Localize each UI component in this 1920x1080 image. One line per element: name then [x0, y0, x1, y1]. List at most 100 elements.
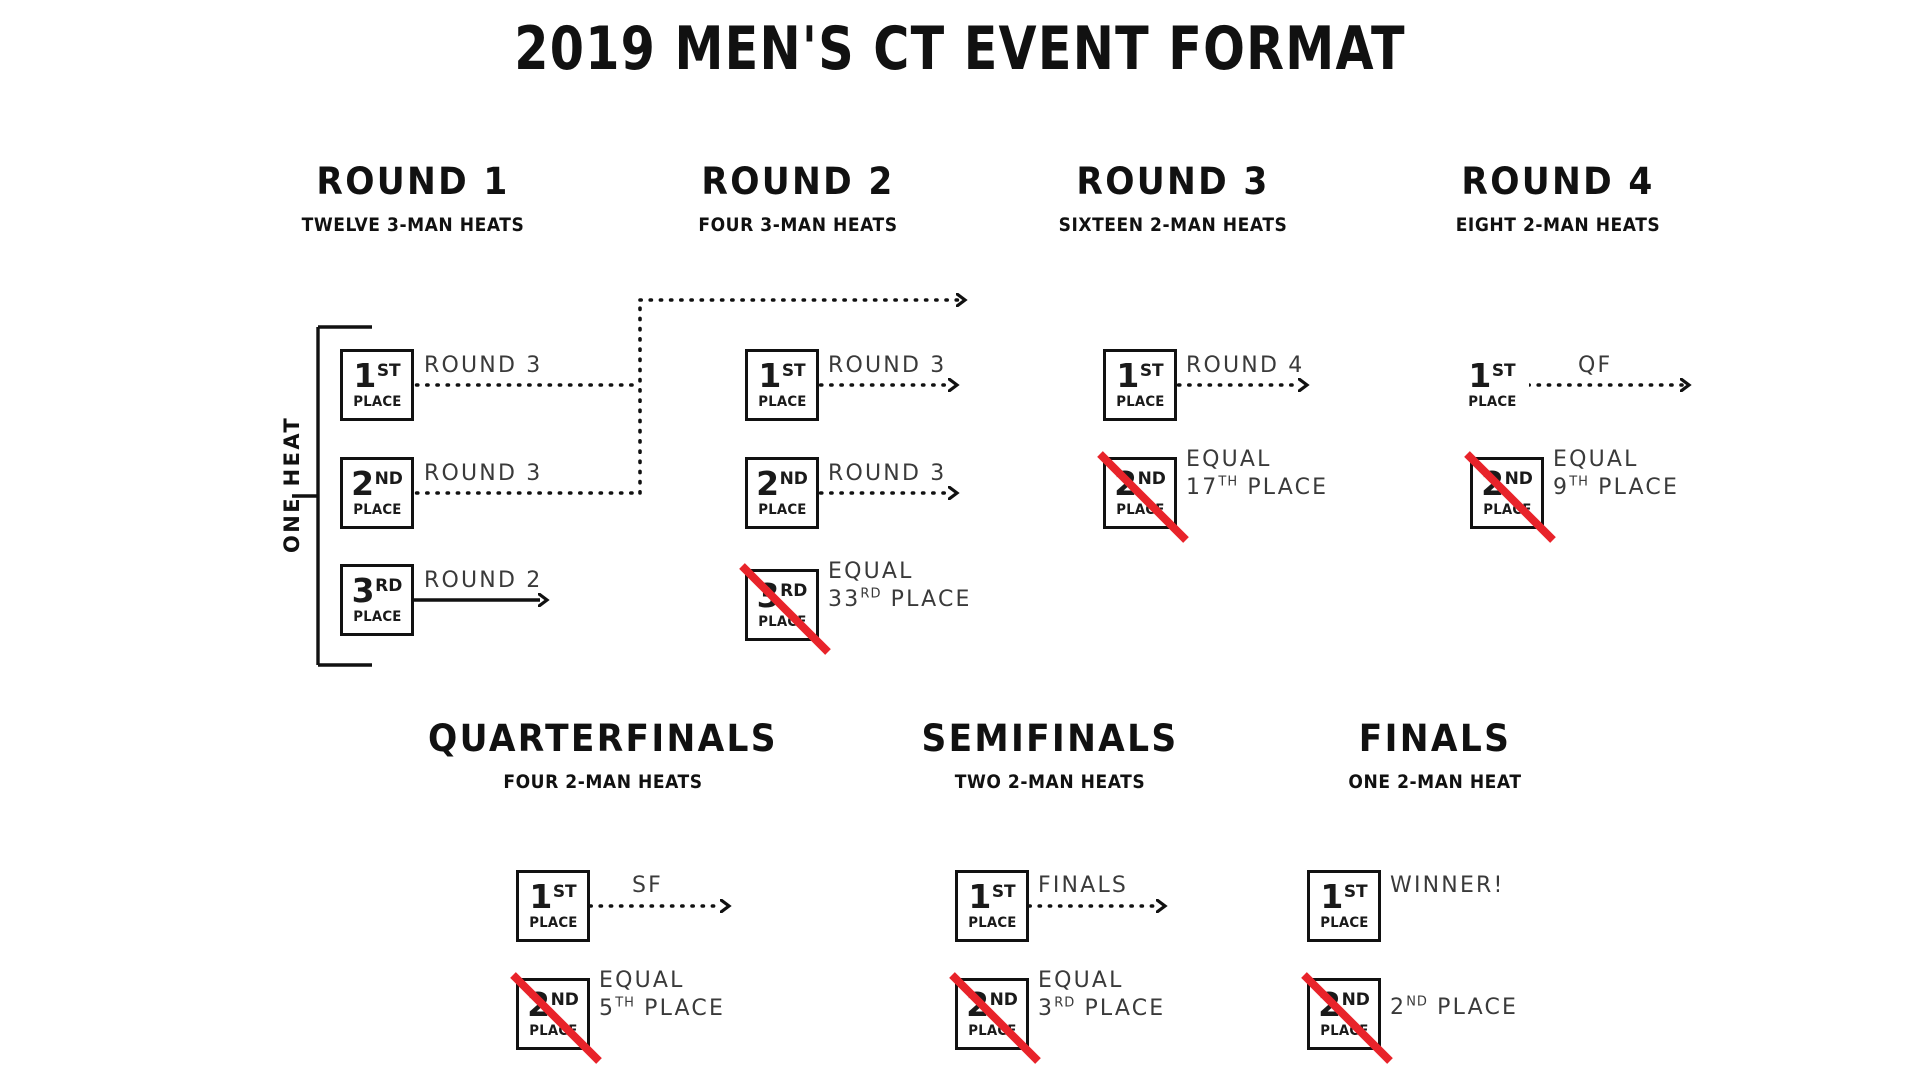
place-word: PLACE [757, 613, 807, 630]
place-box-semifinals-1st[interactable]: 1 ST PLACE [955, 870, 1029, 942]
place-word: PLACE [1319, 1022, 1369, 1039]
column-heading-quarterfinals: QUARTERFINALS FOUR 2-MAN HEATS [378, 717, 828, 793]
place-box-finals-2nd[interactable]: 2 ND PLACE [1301, 972, 1393, 1064]
place-number: 1 [353, 356, 376, 396]
result-line-2: 9TH PLACE [1553, 474, 1680, 501]
place-box-round-3-2nd[interactable]: 2 ND PLACE [1097, 451, 1189, 543]
place-box-round-2-3rd[interactable]: 3 RD PLACE [739, 563, 831, 655]
place-ordinal: ND [1341, 990, 1370, 1011]
place-word: PLACE [1115, 393, 1165, 410]
place-number: 2 [966, 985, 989, 1025]
page-title: 2019 MEN'S CT EVENT FORMAT [514, 14, 1406, 84]
place-number: 3 [351, 571, 375, 611]
connector-label-round-2-1st: ROUND 3 [828, 353, 947, 378]
round-title: ROUND 2 [701, 160, 895, 203]
place-ordinal: ST [781, 361, 806, 382]
place-ordinal: ST [1491, 361, 1516, 382]
place-ordinal: ND [989, 990, 1018, 1011]
place-word: PLACE [528, 1022, 578, 1039]
result-line-1: EQUAL [1038, 968, 1124, 993]
place-box-round-1-3rd[interactable]: 3 RD PLACE [340, 564, 414, 636]
place-word: PLACE [967, 914, 1017, 931]
round-subtitle: EIGHT 2-MAN HEATS [1455, 214, 1661, 236]
place-ordinal: ND [1137, 469, 1166, 490]
place-ordinal: ST [1343, 882, 1368, 903]
round-subtitle: ONE 2-MAN HEAT [1348, 771, 1522, 793]
connector-label-round-1-1st: ROUND 3 [424, 353, 543, 378]
place-number: 2 [756, 464, 779, 504]
result-line-2: 33RD PLACE [828, 586, 972, 613]
place-word: PLACE [1467, 393, 1517, 410]
place-box-round-1-2nd[interactable]: 2 ND PLACE [340, 457, 414, 529]
place-box-quarterfinals-1st[interactable]: 1 ST PLACE [516, 870, 590, 942]
place-number: 2 [527, 985, 550, 1025]
round-subtitle: TWO 2-MAN HEATS [954, 771, 1146, 793]
place-word: PLACE [1319, 914, 1369, 931]
place-word: PLACE [757, 501, 807, 518]
place-box-finals-1st[interactable]: 1 ST PLACE [1307, 870, 1381, 942]
one-heat-label: ONE HEAT [280, 415, 304, 553]
column-heading-round-2: ROUND 2 FOUR 3-MAN HEATS [625, 160, 971, 236]
result-line-2: 5TH PLACE [599, 995, 726, 1022]
connector-label-round-1-2nd: ROUND 3 [424, 461, 543, 486]
place-ordinal: ST [552, 882, 577, 903]
place-box-round-2-2nd[interactable]: 2 ND PLACE [745, 457, 819, 529]
round-subtitle: TWELVE 3-MAN HEATS [301, 214, 525, 236]
place-word: PLACE [352, 608, 402, 625]
column-heading-round-4: ROUND 4 EIGHT 2-MAN HEATS [1385, 160, 1731, 236]
connector-label-semifinals-2nd: EQUAL 3RD PLACE [1038, 967, 1165, 1023]
place-word: PLACE [757, 393, 807, 410]
place-box-round-3-1st[interactable]: 1 ST PLACE [1103, 349, 1177, 421]
place-ordinal: ND [779, 469, 808, 490]
place-word: PLACE [528, 914, 578, 931]
result-line-1: EQUAL [828, 559, 914, 584]
place-number: 3 [756, 576, 780, 616]
place-number: 2 [1481, 464, 1504, 504]
place-word: PLACE [967, 1022, 1017, 1039]
place-box-round-4-1st[interactable]: 1 ST PLACE [1455, 349, 1529, 421]
round-title: ROUND 1 [316, 160, 510, 203]
connector-label-quarterfinals-2nd: EQUAL 5TH PLACE [599, 967, 725, 1023]
round-subtitle: FOUR 2-MAN HEATS [503, 771, 703, 793]
place-ordinal: ND [374, 469, 403, 490]
place-ordinal: RD [375, 576, 403, 597]
place-box-round-2-1st[interactable]: 1 ST PLACE [745, 349, 819, 421]
connector-label-round-2-2nd: ROUND 3 [828, 461, 947, 486]
round-title: QUARTERFINALS [428, 717, 778, 760]
connector-label-round-4-1st: QF [1578, 353, 1613, 378]
connector-label-finals-2nd: 2ND PLACE [1390, 994, 1519, 1020]
place-number: 2 [1318, 985, 1341, 1025]
place-number: 1 [1320, 877, 1343, 917]
place-number: 1 [968, 877, 991, 917]
round-title: ROUND 4 [1461, 160, 1655, 203]
connector-label-round-3-1st: ROUND 4 [1186, 353, 1305, 378]
place-number: 1 [1468, 356, 1491, 396]
place-box-quarterfinals-2nd[interactable]: 2 ND PLACE [510, 972, 602, 1064]
place-number: 1 [1116, 356, 1139, 396]
result-line-2: 17TH PLACE [1186, 474, 1329, 501]
result-line-1: EQUAL [599, 968, 685, 993]
place-ordinal: ST [991, 882, 1016, 903]
place-box-round-1-1st[interactable]: 1 ST PLACE [340, 349, 414, 421]
place-ordinal: RD [780, 581, 808, 602]
connector-label-semifinals-1st: FINALS [1038, 873, 1129, 898]
place-box-semifinals-2nd[interactable]: 2 ND PLACE [949, 972, 1041, 1064]
result-line-2: 3RD PLACE [1038, 995, 1166, 1022]
round-title: FINALS [1358, 717, 1512, 760]
column-heading-round-3: ROUND 3 SIXTEEN 2-MAN HEATS [1000, 160, 1346, 236]
place-ordinal: ST [1139, 361, 1164, 382]
place-box-round-4-2nd[interactable]: 2 ND PLACE [1464, 451, 1556, 543]
round-title: SEMIFINALS [921, 717, 1179, 760]
round-subtitle: FOUR 3-MAN HEATS [698, 214, 898, 236]
round-title: ROUND 3 [1076, 160, 1270, 203]
connector-label-round-4-2nd: EQUAL 9TH PLACE [1553, 446, 1679, 502]
place-ordinal: ST [376, 361, 401, 382]
place-word: PLACE [1482, 501, 1532, 518]
column-heading-finals: FINALS ONE 2-MAN HEAT [1255, 717, 1615, 793]
connector-label-round-2-3rd: EQUAL 33RD PLACE [828, 558, 972, 614]
result-line-1: EQUAL [1553, 447, 1639, 472]
place-word: PLACE [1115, 501, 1165, 518]
place-ordinal: ND [1504, 469, 1533, 490]
column-heading-round-1: ROUND 1 TWELVE 3-MAN HEATS [240, 160, 586, 236]
